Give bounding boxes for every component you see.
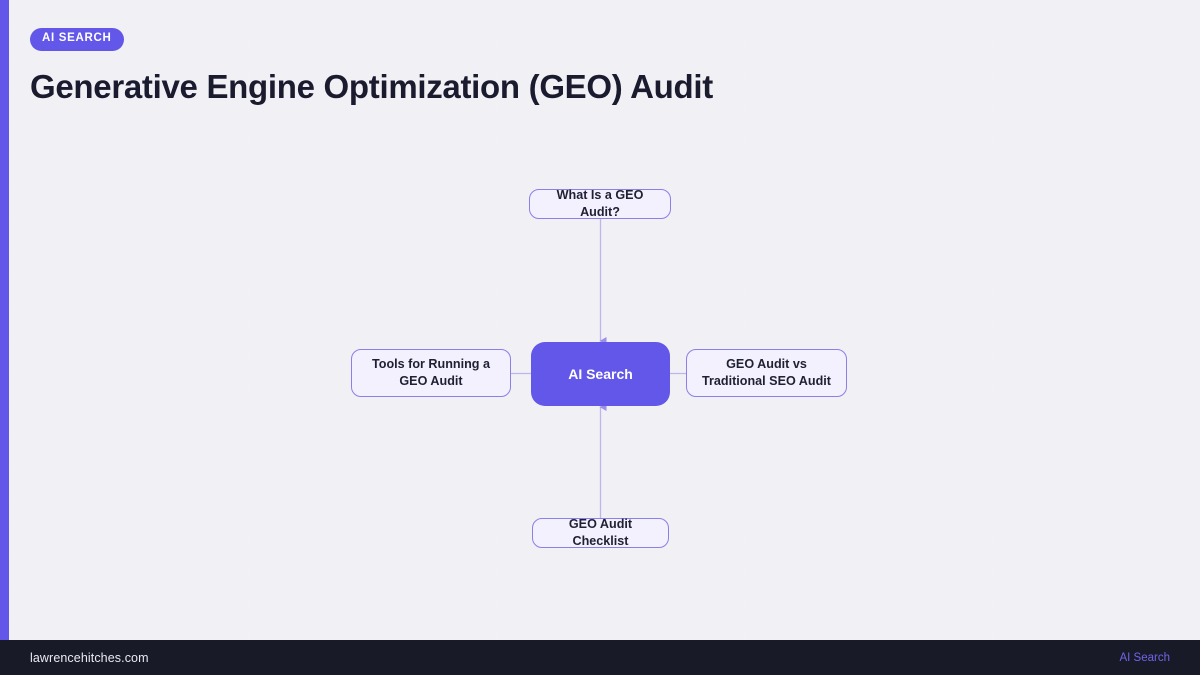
mindmap-root-label: AI Search (568, 366, 633, 382)
footer-site-url: lawrencehitches.com (30, 650, 149, 665)
mindmap-node-label: GEO Audit vs Traditional SEO Audit (702, 357, 831, 388)
footer-category-tag: AI Search (1119, 651, 1171, 664)
mindmap-node-geo-audit-checklist[interactable]: GEO Audit Checklist (532, 517, 669, 548)
mindmap-node-tools-for-running-a-geo-audit[interactable]: Tools for Running a GEO Audit (351, 349, 511, 397)
category-badge: AI SEARCH (30, 28, 124, 51)
mindmap-node-label: Tools for Running a GEO Audit (372, 357, 490, 388)
left-accent-stripe (0, 0, 9, 640)
mindmap-root-node[interactable]: AI Search (531, 342, 670, 406)
page-header: AI SEARCH Generative Engine Optimization… (30, 28, 713, 106)
page-title: Generative Engine Optimization (GEO) Aud… (30, 67, 713, 105)
mindmap-node-what-is-a-geo-audit[interactable]: What Is a GEO Audit? (529, 188, 671, 219)
page-footer: lawrencehitches.com AI Search (0, 640, 1200, 675)
mindmap-node-geo-audit-vs-traditional-seo-audit[interactable]: GEO Audit vs Traditional SEO Audit (686, 349, 847, 397)
mindmap-node-label: GEO Audit Checklist (568, 517, 633, 548)
mindmap-node-label: What Is a GEO Audit? (556, 188, 644, 219)
